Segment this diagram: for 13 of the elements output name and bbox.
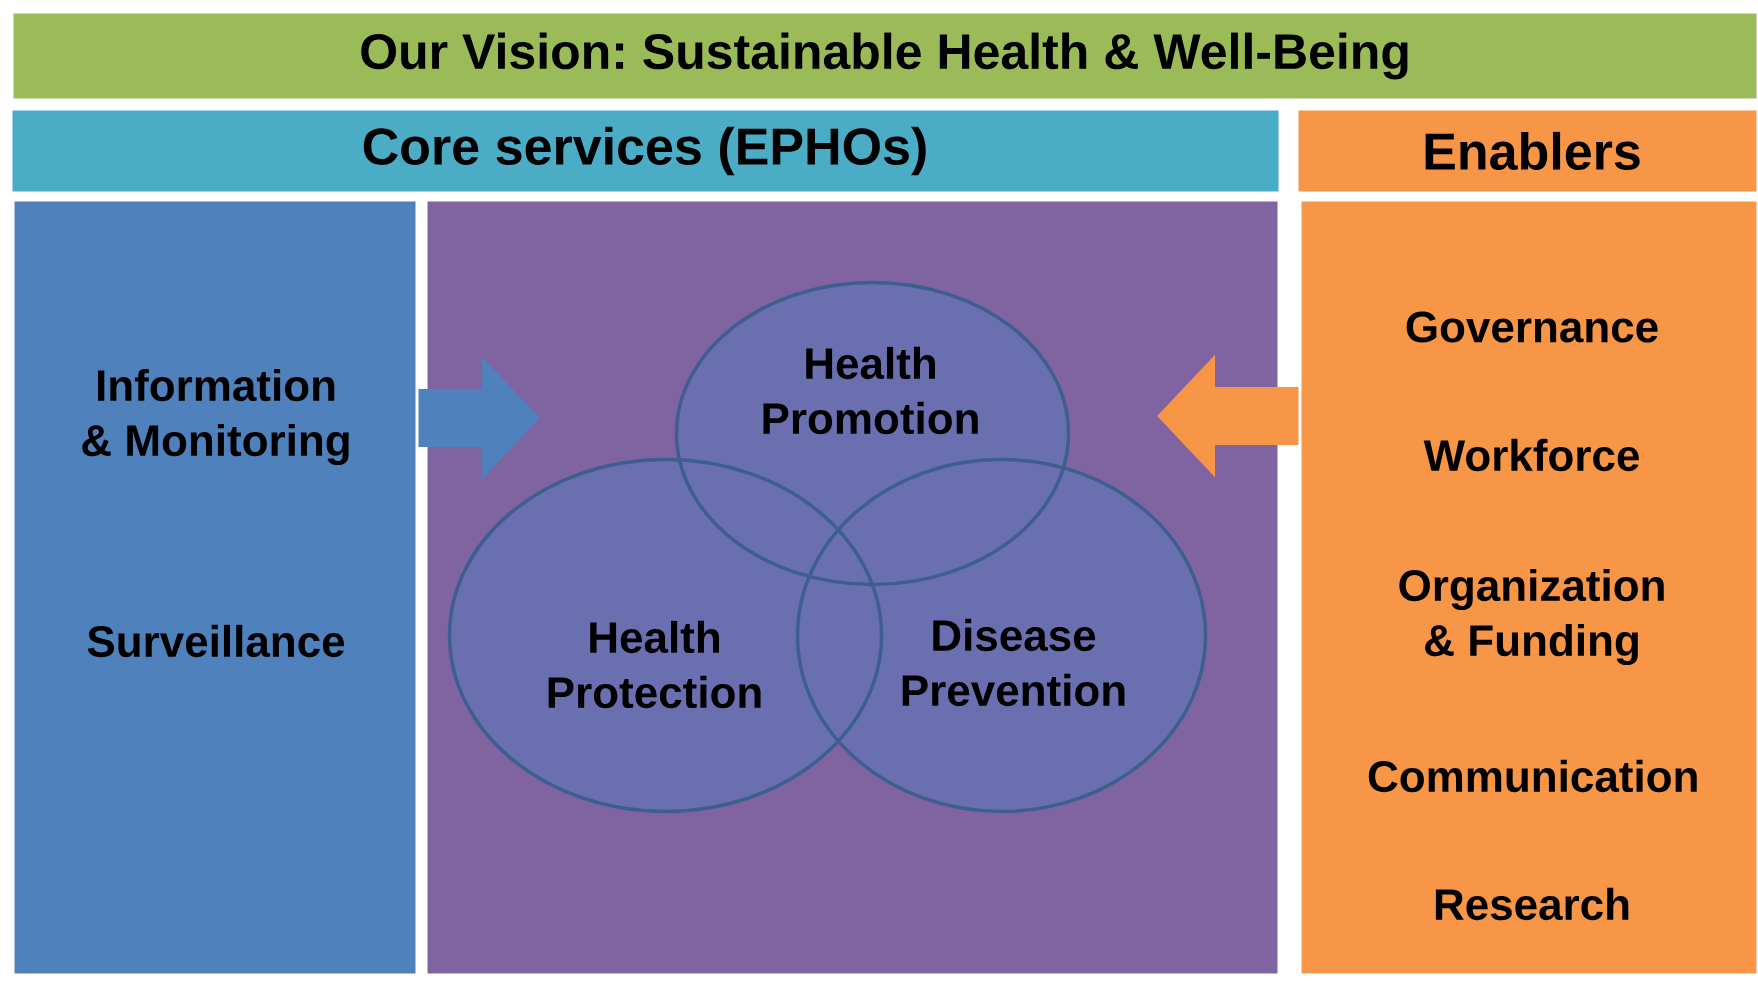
circle-label: Disease Prevention bbox=[902, 618, 1125, 707]
item-text: Workforce bbox=[1423, 438, 1639, 472]
item-text: Surveillance bbox=[87, 624, 345, 658]
header-text: Enablers bbox=[1425, 131, 1640, 171]
item-text: Information & Monitoring bbox=[82, 368, 349, 466]
circle-label: Health Promotion bbox=[763, 346, 978, 435]
item-text: Research bbox=[1435, 887, 1629, 921]
circle-label: Health Protection bbox=[548, 620, 761, 709]
item-text: Organization & Funding bbox=[1399, 568, 1664, 666]
item-text: Governance bbox=[1406, 311, 1658, 343]
banner-title: Our Vision: Sustainable Health & Well-Being bbox=[361, 32, 1408, 80]
header-text: Core services (EPHOs) bbox=[363, 126, 926, 176]
item-text: Communication bbox=[1368, 759, 1697, 793]
